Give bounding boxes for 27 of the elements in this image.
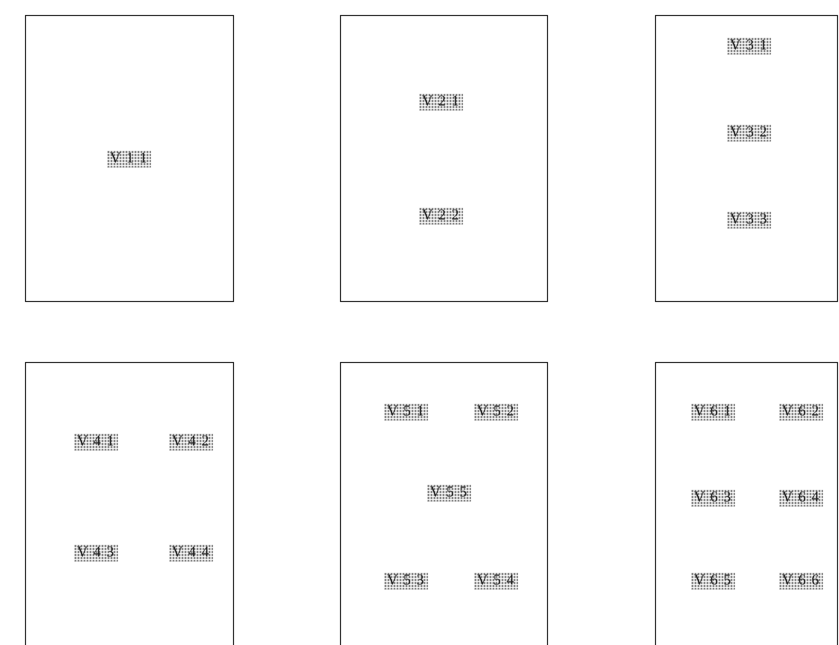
panel-label: V 4 3 <box>74 544 118 562</box>
panel-frame <box>655 15 838 302</box>
panel-label: V 6 5 <box>690 572 736 590</box>
panel-label: V 5 4 <box>474 572 518 590</box>
panel-label: V 5 5 <box>426 484 472 502</box>
panel-label: V 6 3 <box>690 490 736 506</box>
panel-label: V 3 2 <box>726 124 772 142</box>
panel-label: V 6 6 <box>778 572 824 590</box>
panel-label: V 5 2 <box>474 404 518 420</box>
panel-label: V 2 1 <box>418 94 464 110</box>
panel-label: V 1 1 <box>106 150 152 168</box>
panel-label: V 2 2 <box>418 208 464 224</box>
panel-frame <box>25 362 234 645</box>
panel-label: V 4 2 <box>168 434 214 450</box>
panel-label: V 6 4 <box>778 490 824 506</box>
panel-label: V 4 1 <box>74 434 118 450</box>
panel-label: V 3 1 <box>726 38 772 54</box>
panel-frame <box>25 15 234 302</box>
panel-label: V 4 4 <box>168 544 214 562</box>
panel-frame <box>340 15 548 302</box>
panel-frame <box>655 362 838 645</box>
panel-label: V 6 1 <box>690 404 736 420</box>
panel-label: V 6 2 <box>778 404 824 420</box>
panel-frame <box>340 362 548 645</box>
panel-label: V 3 3 <box>726 212 772 228</box>
panel-label: V 5 3 <box>384 572 428 590</box>
panel-label: V 5 1 <box>384 404 428 420</box>
